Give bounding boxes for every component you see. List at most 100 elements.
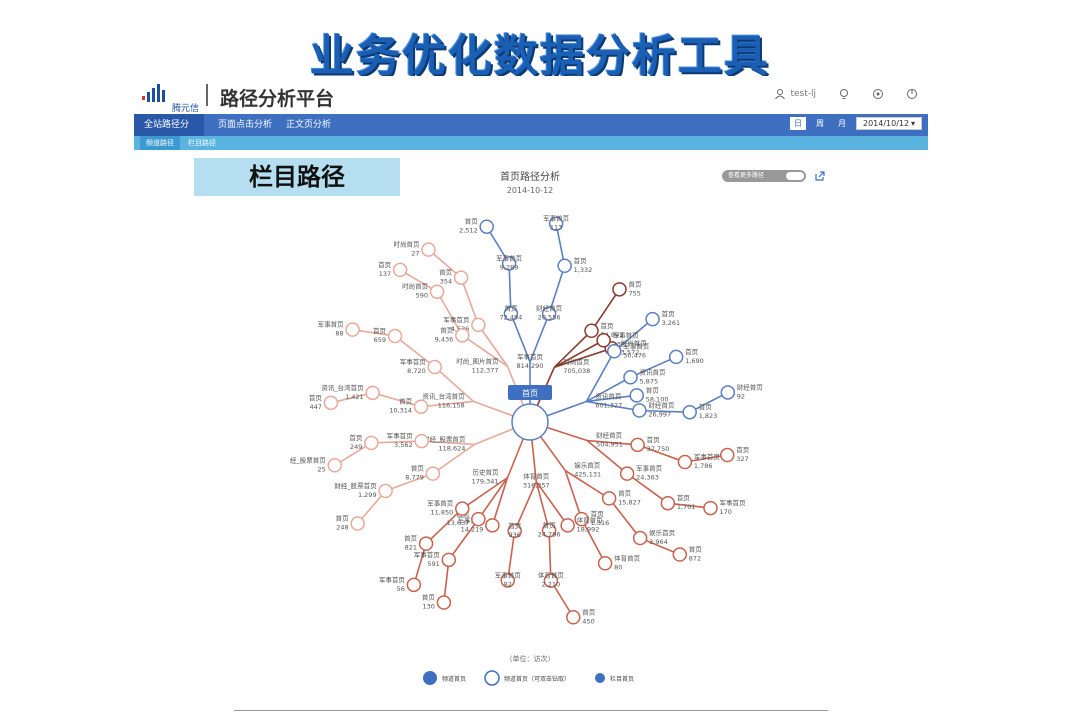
user-menu[interactable]: test-lj [774,88,816,100]
bottom-divider [234,710,828,711]
node-value: 3,562 [394,441,413,449]
grandchild-node[interactable] [612,282,627,297]
platform-name: 路径分析平台 [220,88,335,110]
child-node[interactable] [455,328,470,343]
child-node[interactable] [607,344,622,359]
bulb-icon[interactable] [838,88,850,100]
grandchild-node[interactable] [327,458,342,473]
month-toggle[interactable]: 月 [838,119,846,128]
node-value: 9,436 [435,335,454,343]
grandchild-node[interactable] [720,385,736,400]
child-node[interactable] [596,333,611,348]
child-node[interactable] [471,511,486,527]
child-node[interactable] [471,317,486,333]
grandchild-node[interactable] [632,530,648,546]
day-toggle[interactable]: 日 [790,117,806,130]
child-node[interactable] [503,306,519,321]
share-icon[interactable] [814,170,826,182]
node-label: 首页 [685,347,699,356]
grandchild-node[interactable] [543,573,559,588]
grandchild-node[interactable] [392,262,408,278]
grandchild-node[interactable] [365,385,380,401]
child-node[interactable] [541,523,557,538]
path-chart: 首页路径分析 2014-10-12 时尚首页705,038首页54,891首页7… [290,170,763,686]
grandchild-node[interactable] [387,328,403,344]
child-node[interactable] [507,523,522,539]
child-node[interactable] [623,370,638,385]
child-node[interactable] [560,518,575,533]
subtab-channel-path[interactable]: 频道路径 [140,136,180,150]
child-node[interactable] [427,359,442,375]
node-value: 354 [440,278,452,286]
child-node[interactable] [485,518,500,533]
grandchild-node[interactable] [677,454,693,470]
grandchild-node[interactable] [429,284,445,299]
sub-nav: 频道路径 栏目路径 [134,136,928,150]
center-node[interactable]: 首页 [508,385,552,441]
grandchild-node[interactable] [441,552,457,568]
child-node[interactable] [601,491,617,506]
grandchild-node[interactable] [557,258,572,274]
grandchild-node[interactable] [566,610,581,625]
grandchild-node[interactable] [660,495,676,511]
node-value: 659 [374,336,386,344]
center-node-circle[interactable] [511,403,549,441]
subtab-column-path[interactable]: 栏目路径 [188,139,216,147]
child-node[interactable] [619,466,635,481]
grandchild-node[interactable] [406,577,422,593]
node-value: 58,100 [646,395,669,403]
child-node[interactable] [632,403,647,418]
grandchild-node[interactable] [421,242,436,257]
node-label: 时尚_图片首页 [456,356,499,365]
grandchild-node[interactable] [436,595,452,610]
child-node[interactable] [574,511,589,527]
date-picker[interactable]: 2014/10/12 ▾ [856,117,922,130]
grandchild-node[interactable] [364,435,379,451]
tab-article[interactable]: 正文页分析 [286,120,332,130]
node-label: 财经首页 [596,431,623,440]
node-value: 3,261 [662,319,681,327]
grandchild-node[interactable] [720,447,735,463]
tab-page-click[interactable]: 页面点击分析 [218,120,273,130]
grandchild-node[interactable] [345,322,360,337]
child-node[interactable] [541,306,557,321]
grandchild-node[interactable] [418,536,434,551]
child-node[interactable] [413,399,429,414]
child-node[interactable] [584,323,599,339]
grandchild-node[interactable] [500,573,515,588]
grandchild-node[interactable] [645,311,660,327]
grandchild-node[interactable] [350,516,365,531]
child-link [586,394,637,403]
grandchild-node[interactable] [501,256,517,271]
grandchild-node[interactable] [703,500,718,516]
grandchild-node[interactable] [682,404,697,420]
node-value: 316,357 [523,482,550,490]
grandchild-node[interactable] [378,483,393,499]
grandchild-node[interactable] [668,349,684,365]
power-icon[interactable] [906,88,918,100]
child-node[interactable] [630,437,645,453]
child-link [554,347,612,368]
grandchild-link [626,472,669,504]
node-label: 体育首页 [538,571,565,580]
node-value: 3,572 [621,348,640,356]
grandchild-node[interactable] [323,395,339,411]
child-node[interactable] [629,388,644,403]
grandchild-node[interactable] [548,216,564,231]
more-paths-toggle[interactable]: 查看更多路径 [722,170,806,182]
grandchild-node[interactable] [453,270,469,285]
node-label: 首页 [574,256,588,265]
child-link [420,400,474,408]
child-node[interactable] [414,433,429,449]
node-label: 首页 [411,464,425,473]
week-toggle[interactable]: 周 [816,119,824,128]
node-value: 20,556 [538,314,561,322]
grandchild-node[interactable] [479,219,494,234]
grandchild-node[interactable] [597,556,613,571]
grandchild-node[interactable] [672,547,688,562]
child-node[interactable] [455,501,470,516]
child-node[interactable] [425,466,441,481]
node-value: 9,289 [500,263,519,271]
chart-nodes: 时尚首页705,038首页54,891首页755时尚首页3,572军事首页235… [290,214,763,626]
settings-icon[interactable] [872,88,884,100]
